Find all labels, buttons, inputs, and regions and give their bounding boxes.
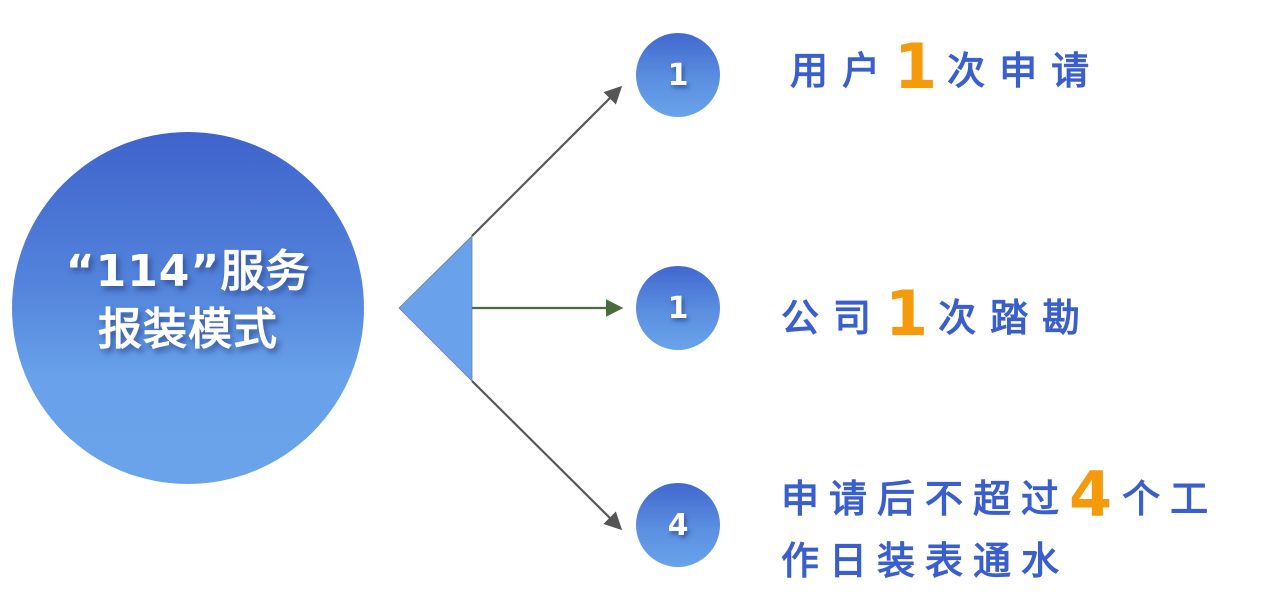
item-3-highlight: 4 xyxy=(1069,458,1123,531)
item-3-suffix: 个工 xyxy=(1122,477,1219,521)
item-1-prefix: 用户 xyxy=(790,49,895,93)
item-3-line2: 作日装表通水 xyxy=(781,539,1070,583)
item-2-highlight: 1 xyxy=(885,277,939,350)
item-1-text: 用户1次申请 xyxy=(790,36,1103,102)
item-2-text: 公司1次踏勘 xyxy=(781,283,1094,349)
branch-triangle xyxy=(398,235,473,382)
center-title: “114”服务 报装模式 xyxy=(66,243,311,359)
center-circle: “114”服务 报装模式 xyxy=(12,132,364,484)
item-2-number: 1 xyxy=(667,290,689,326)
item-3-prefix: 申请后不超过 xyxy=(781,477,1070,521)
item-2-number-badge: 1 xyxy=(636,266,720,350)
arrow-to-item-1 xyxy=(471,85,623,237)
item-3-number: 4 xyxy=(667,507,689,543)
item-3-number-badge: 4 xyxy=(636,483,720,567)
item-1-highlight: 1 xyxy=(894,30,948,103)
item-2-suffix: 次踏勘 xyxy=(938,296,1095,340)
item-1-number-badge: 1 xyxy=(636,33,720,117)
item-1-number: 1 xyxy=(667,57,689,93)
item-3-text: 申请后不超过4个工 作日装表通水 xyxy=(781,464,1218,592)
item-1-suffix: 次申请 xyxy=(947,49,1104,93)
arrow-to-item-3 xyxy=(471,380,623,531)
center-title-line1: “114”服务 xyxy=(65,246,311,297)
item-2-prefix: 公司 xyxy=(781,296,886,340)
center-title-line2: 报装模式 xyxy=(98,304,278,355)
